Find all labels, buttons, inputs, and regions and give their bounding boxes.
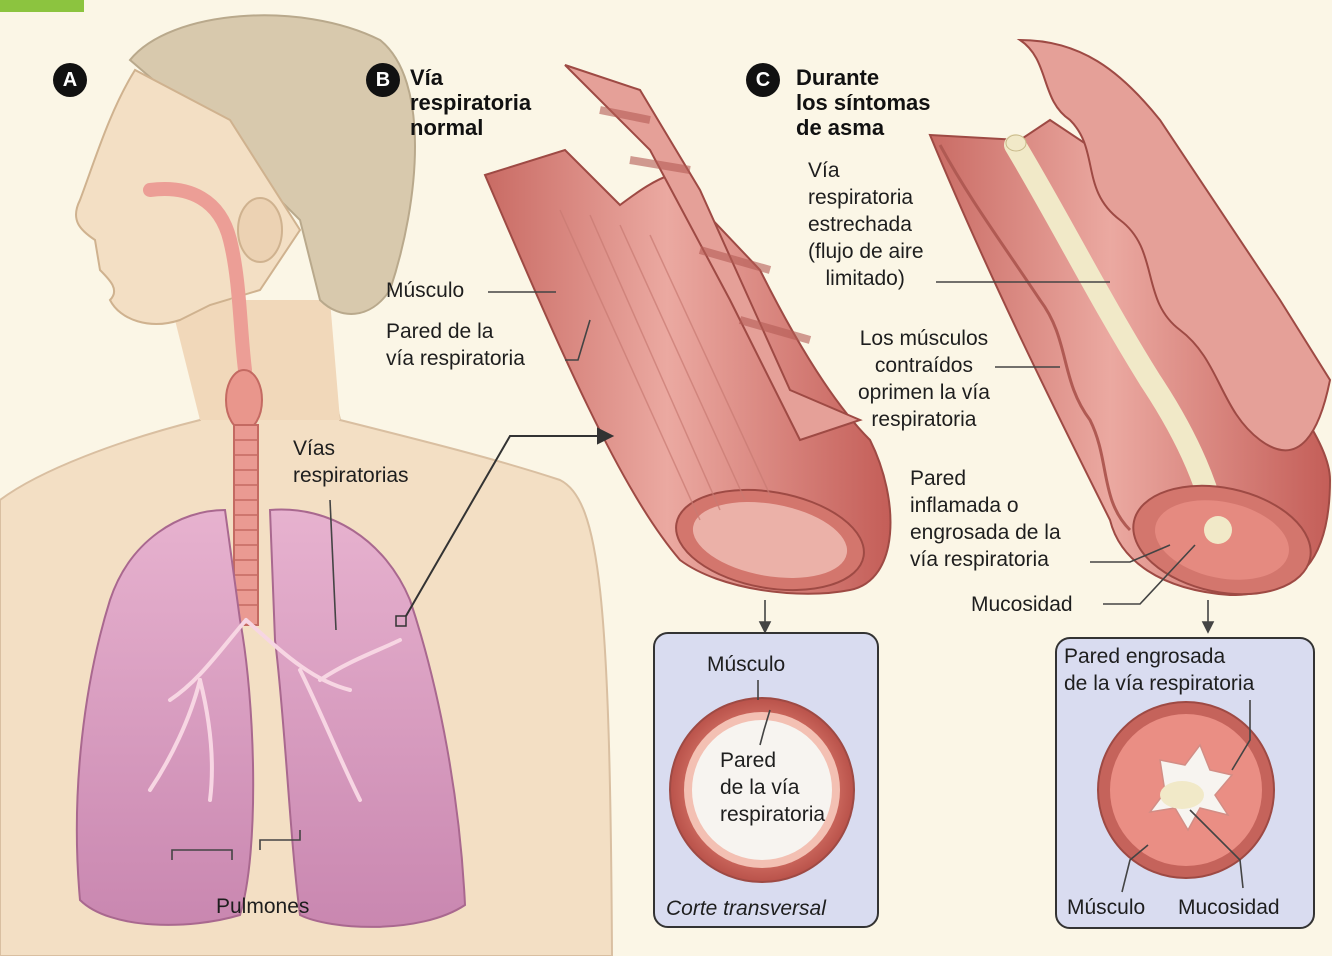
label-pared-inflamada: Pared inflamada o engrosada de la vía re…: [910, 465, 1061, 573]
inset-asthma-musculo: Músculo: [1067, 894, 1145, 921]
inset-normal-caption: Corte transversal: [666, 895, 826, 922]
inset-normal-musculo: Músculo: [707, 651, 785, 678]
label-musculo-b: Músculo: [386, 277, 464, 304]
panel-b-title: Vía respiratoria normal: [410, 65, 531, 140]
label-musculos-contraidos: Los músculos contraídos oprimen la vía r…: [858, 325, 990, 433]
inset-asthma-mucosidad: Mucosidad: [1178, 894, 1280, 921]
panel-a-badge: A: [53, 63, 87, 97]
panel-c-title: Durante los síntomas de asma: [796, 65, 930, 140]
panel-b-badge: B: [366, 63, 400, 97]
inset-normal-pared: Pared de la vía respiratoria: [720, 747, 825, 828]
panel-c-badge: C: [746, 63, 780, 97]
label-pared-b: Pared de la vía respiratoria: [386, 318, 525, 372]
label-via-estrechada: Vía respiratoria estrechada (flujo de ai…: [808, 157, 924, 292]
label-vias-respiratorias: Vías respiratorias: [293, 435, 409, 489]
label-pulmones: Pulmones: [216, 893, 309, 920]
inset-asthma-title: Pared engrosada de la vía respiratoria: [1064, 643, 1254, 697]
label-mucosidad-c: Mucosidad: [971, 591, 1073, 618]
